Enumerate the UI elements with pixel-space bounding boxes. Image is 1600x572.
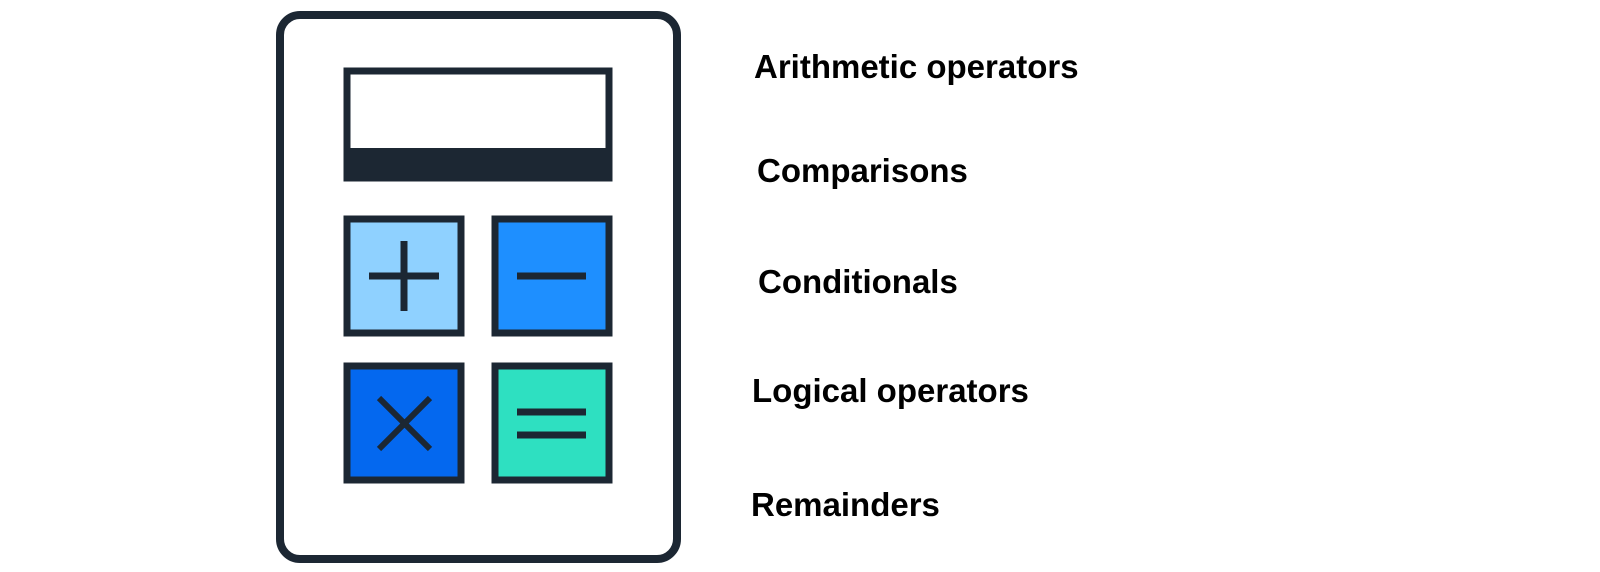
label-comparisons: Comparisons bbox=[757, 152, 968, 189]
plus-icon bbox=[369, 241, 439, 311]
multiply-icon bbox=[376, 395, 433, 452]
label-conditionals: Conditionals bbox=[758, 263, 958, 300]
label-remainders: Remainders bbox=[751, 486, 940, 523]
calculator-display bbox=[343, 67, 613, 182]
label-logical-operators: Logical operators bbox=[752, 372, 1029, 409]
plus-key bbox=[343, 215, 465, 337]
multiply-key bbox=[343, 362, 465, 484]
label-arithmetic-operators: Arithmetic operators bbox=[754, 48, 1079, 85]
equals-key bbox=[491, 362, 613, 484]
equals-icon bbox=[517, 408, 586, 439]
minus-key bbox=[491, 215, 613, 337]
